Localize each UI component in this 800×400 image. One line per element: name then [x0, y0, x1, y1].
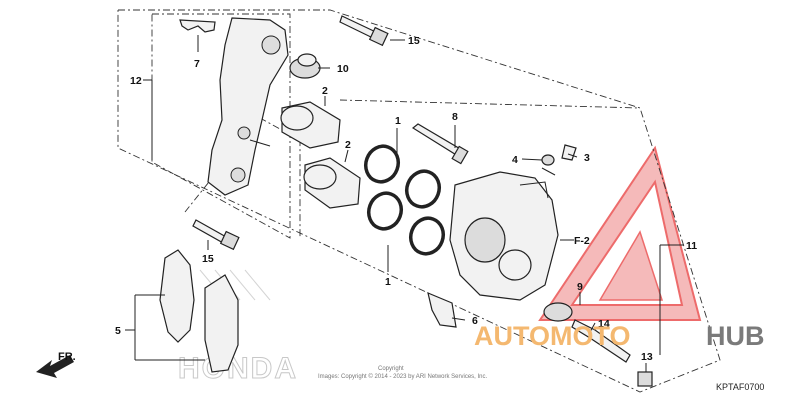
reference-label: F-2: [574, 235, 590, 247]
automotohub-watermark: AUTOMOTO HUB: [474, 321, 765, 351]
callout-3: 3: [584, 152, 590, 164]
reference-f2: F-2: [560, 235, 590, 247]
callout-7: 7: [194, 58, 200, 70]
honda-watermark: HONDA: [178, 269, 298, 386]
pad-spring-clip: [179, 19, 216, 33]
mounting-bolt-lower: [192, 219, 240, 251]
callout-15-upper: 15: [408, 35, 420, 47]
watermark-part1: AUTOMOTO: [474, 321, 631, 351]
bleeder-valve: [561, 144, 577, 161]
front-label: FR.: [58, 351, 76, 363]
diagram-code: KPTAF0700: [716, 382, 764, 392]
caliper-piston-lower: [303, 157, 361, 209]
callout-1-lower: 1: [385, 276, 391, 288]
pin-collar: [543, 302, 573, 322]
pin-nut: [637, 371, 653, 387]
copyright-line-2: Images: Copyright © 2014 - 2023 by ARI N…: [318, 373, 487, 380]
callout-2-lower: 2: [345, 139, 351, 151]
callout-12: 12: [130, 75, 142, 87]
callout-14: 14: [598, 318, 610, 330]
watermark-part2: HUB: [706, 321, 765, 351]
caliper-bracket: [207, 17, 289, 196]
caliper-bolt: [571, 319, 631, 363]
callout-10: 10: [337, 63, 349, 75]
leader-lines: [125, 35, 684, 372]
front-arrow-icon: [36, 355, 74, 378]
pin-boot: [289, 53, 321, 79]
callout-4: 4: [512, 154, 518, 166]
callout-6: 6: [472, 315, 478, 327]
callout-8: 8: [452, 111, 458, 123]
automotohub-logo-icon: [538, 145, 702, 321]
slide-pin: [411, 123, 469, 165]
honda-watermark-text: HONDA: [178, 352, 298, 385]
callout-15-lower: 15: [202, 253, 214, 265]
caliper-body: [449, 171, 559, 301]
callout-11: 11: [686, 240, 697, 252]
pad-retainer: [427, 291, 457, 328]
mounting-bolt-upper: [339, 15, 389, 47]
callout-5: 5: [115, 325, 121, 337]
caliper-piston-upper: [280, 101, 341, 149]
bleeder-cap: [541, 154, 556, 176]
callout-2-upper: 2: [322, 85, 328, 97]
brake-pad-set: [159, 249, 239, 373]
callout-1-upper: 1: [395, 115, 401, 127]
callout-9: 9: [577, 281, 583, 293]
copyright-line-1: Copyright: [378, 366, 404, 372]
piston-seals: [364, 144, 445, 256]
callout-13: 13: [641, 351, 653, 363]
